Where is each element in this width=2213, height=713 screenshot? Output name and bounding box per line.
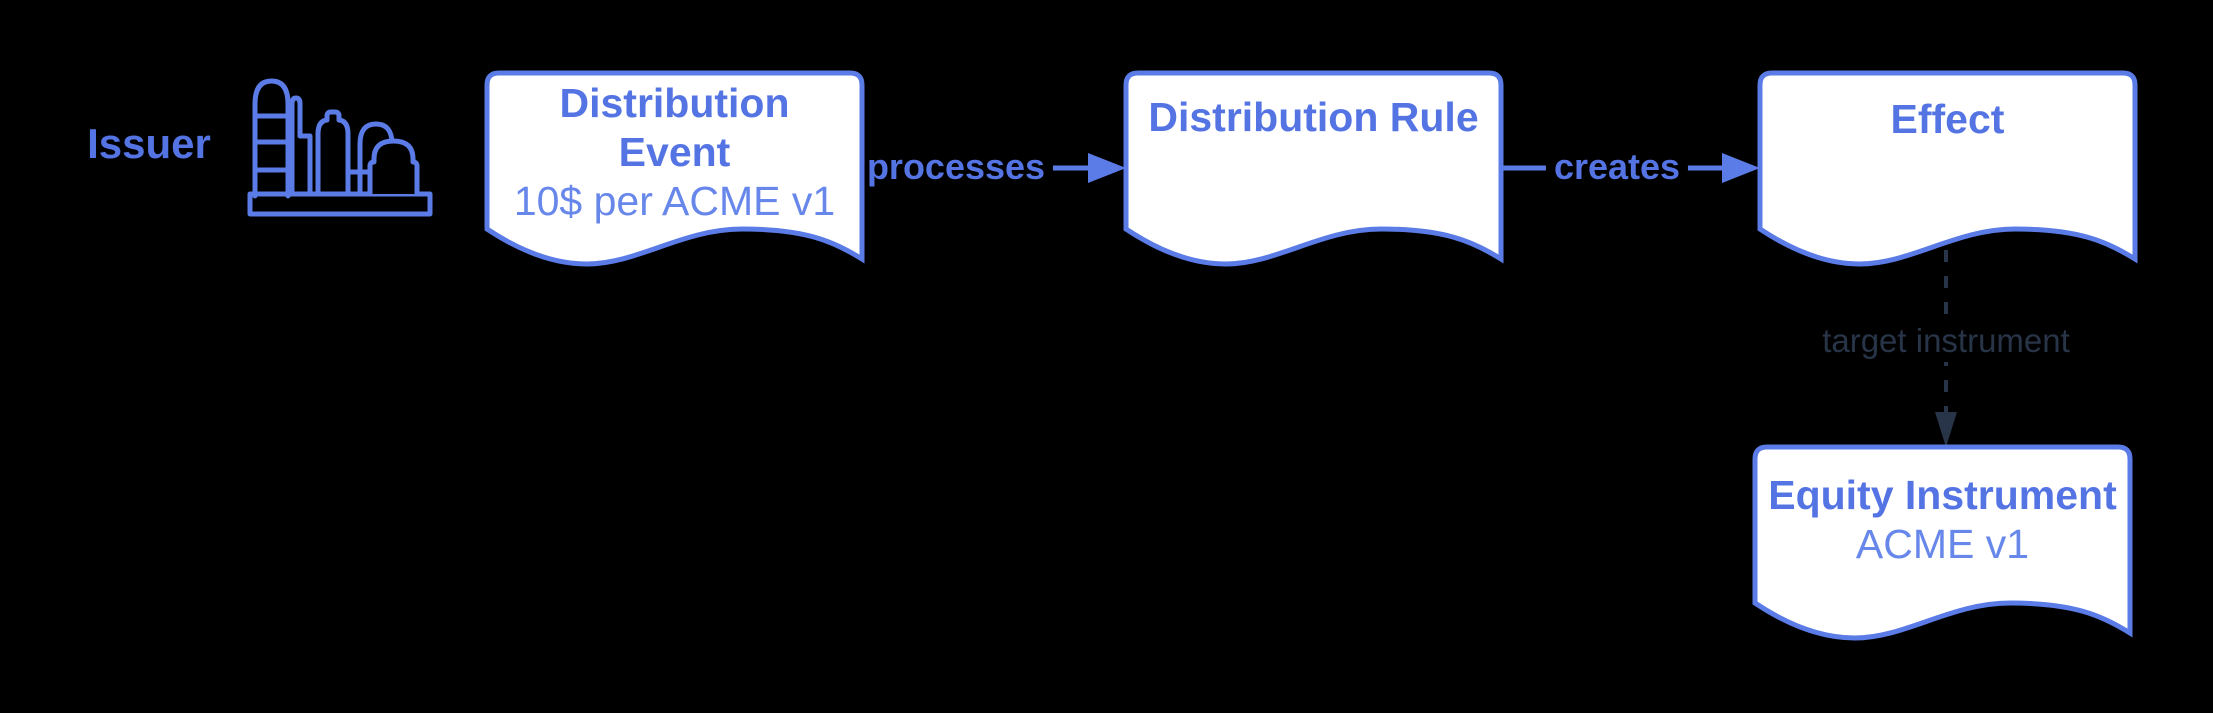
node-title-line: Distribution Rule	[1148, 94, 1479, 140]
node-title-line: Event	[618, 129, 731, 175]
node-effect: Effect	[1757, 70, 2138, 267]
node-title-line: Effect	[1890, 96, 2005, 142]
node-title-line: Equity Instrument	[1768, 472, 2117, 518]
document-shape	[1757, 70, 2138, 267]
factory-cylinder	[252, 78, 291, 199]
node-equity-instrument: Equity Instrument ACME v1	[1752, 444, 2133, 641]
issuer-label: Issuer	[87, 120, 211, 167]
target-instrument-arrowhead-icon	[1935, 412, 1957, 447]
factory-pipe	[289, 95, 313, 197]
document-shape	[484, 70, 865, 267]
processes-arrowhead-icon	[1088, 153, 1126, 183]
factory-arch	[357, 121, 395, 194]
document-shape	[1123, 70, 1504, 267]
factory-tank	[367, 138, 420, 197]
node-subtitle: ACME v1	[1855, 521, 2030, 567]
factory-base	[247, 191, 433, 217]
creates-arrowhead-icon	[1722, 153, 1760, 183]
document-shape	[1752, 444, 2133, 641]
target-instrument-edge-label: target instrument	[1814, 320, 2078, 362]
factory-column	[315, 109, 351, 197]
processes-edge-label: processes	[858, 144, 1054, 190]
creates-edge-label: creates	[1545, 144, 1689, 190]
node-distribution-rule: Distribution Rule	[1123, 70, 1504, 267]
node-distribution-event: Distribution Event 10$ per ACME v1	[484, 70, 865, 267]
node-title-line: Distribution	[559, 80, 790, 126]
factory-icon	[247, 78, 433, 217]
node-subtitle: 10$ per ACME v1	[513, 178, 836, 224]
